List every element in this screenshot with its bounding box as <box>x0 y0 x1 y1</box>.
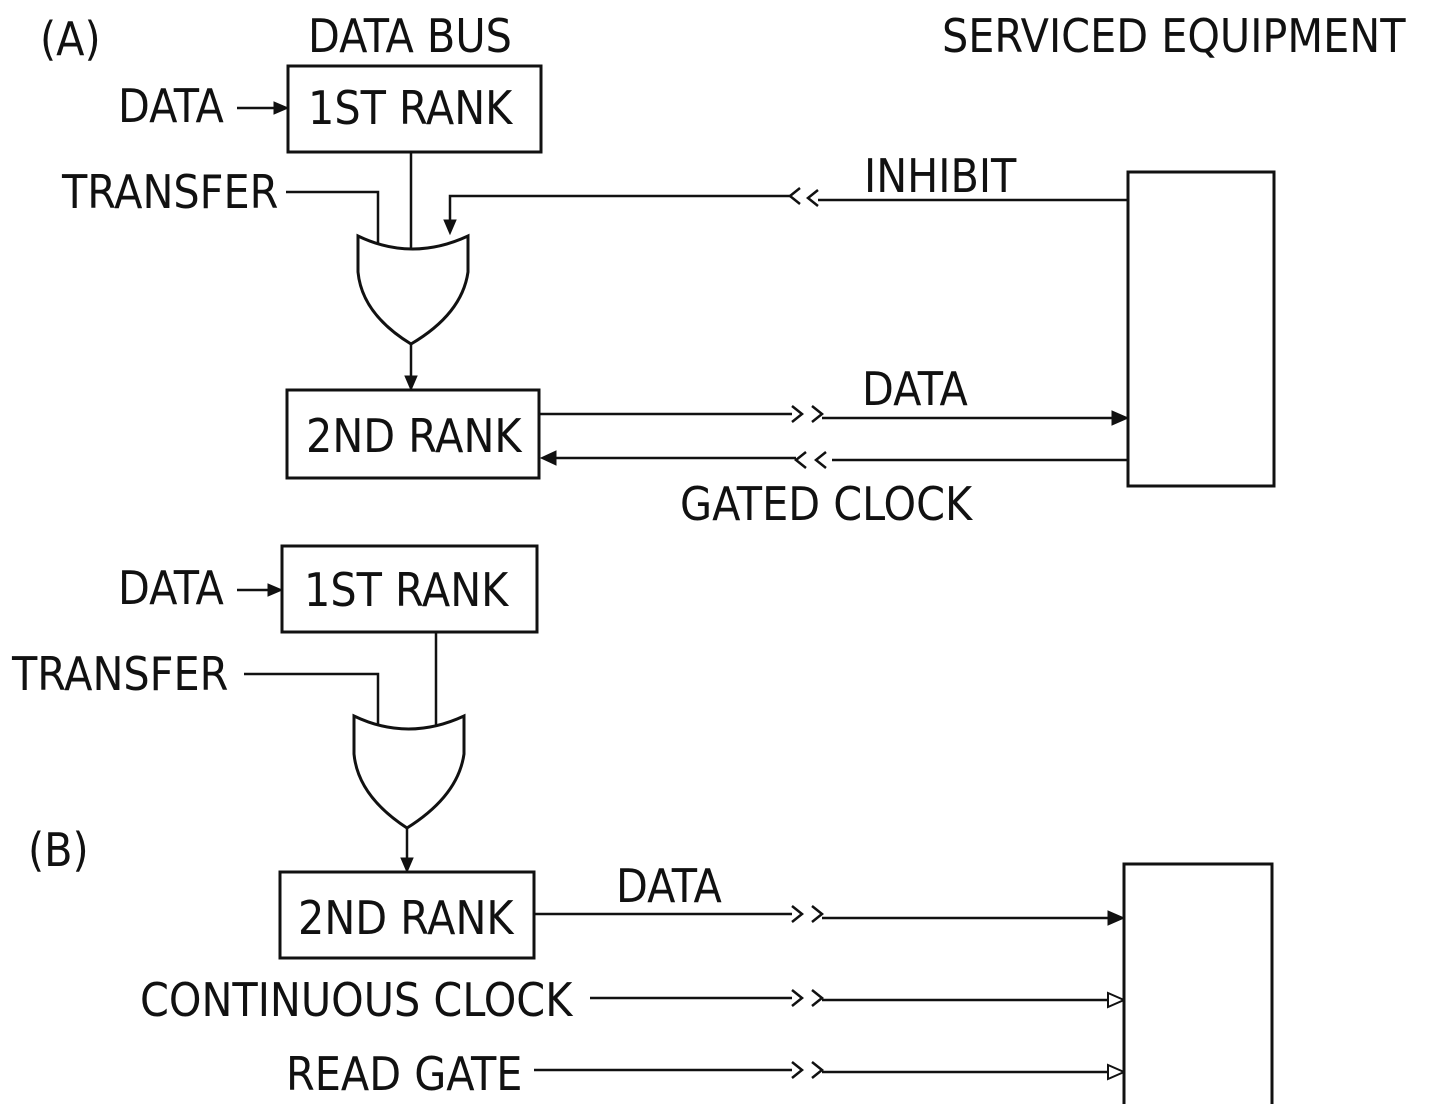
b-second-rank-box <box>278 870 536 960</box>
a-transfer-wire <box>286 190 380 246</box>
b-or-gate <box>352 713 466 830</box>
a-gated-clock-label: GATED CLOCK <box>680 477 974 531</box>
a-data-output-label: DATA <box>862 362 968 416</box>
data-bus-label: DATA BUS <box>308 9 512 63</box>
a-or-gate <box>356 233 470 346</box>
b-continuous-clock-connector-left <box>791 989 805 1007</box>
a-gated-clock-connector-left <box>793 451 807 469</box>
b-read-gate-connector-right <box>811 1061 825 1079</box>
b-continuous-clock-arrowhead <box>1107 991 1127 1009</box>
b-data-connector-right <box>811 905 825 923</box>
a-first-rank-label: 1ST RANK <box>308 81 514 135</box>
b-gate-output-arrowhead <box>400 857 414 874</box>
a-data-input-label: DATA <box>118 79 224 133</box>
panel-a-label: (A) <box>40 12 101 66</box>
b-read-gate-arrowhead <box>1107 1063 1127 1081</box>
b-data-output-arrowhead <box>1107 910 1126 926</box>
b-first-rank-label: 1ST RANK <box>304 563 510 617</box>
a-inhibit-connector-left <box>787 187 801 205</box>
a-data-output-arrowhead <box>1111 410 1130 426</box>
a-transfer-label: TRANSFER <box>61 165 278 219</box>
a-data-connector-right <box>811 405 825 423</box>
b-transfer-wire <box>244 672 380 724</box>
serviced-equipment-label: SERVICED EQUIPMENT <box>942 9 1406 63</box>
a-inhibit-connector-right <box>805 189 819 207</box>
a-second-rank-box <box>285 388 541 480</box>
b-read-gate-label: READ GATE <box>286 1047 522 1101</box>
a-gate-output-arrowhead <box>404 375 418 392</box>
a-data-input-arrowhead <box>273 101 290 115</box>
a-inhibit-label: INHIBIT <box>864 149 1017 203</box>
b-data-input-arrowhead <box>267 583 284 597</box>
b-continuous-clock-connector-right <box>811 989 825 1007</box>
a-inhibit-wire-left <box>448 194 790 222</box>
a-second-rank-label: 2ND RANK <box>306 409 523 463</box>
b-first-rank-box <box>280 544 539 634</box>
b-data-input-label: DATA <box>118 561 224 615</box>
b-data-output-label: DATA <box>616 859 722 913</box>
b-read-gate-connector-left <box>791 1061 805 1079</box>
b-transfer-label: TRANSFER <box>11 647 228 701</box>
a-gated-clock-connector-right <box>813 451 827 469</box>
a-serviced-equipment-box <box>1126 170 1276 488</box>
a-first-rank-box <box>286 64 543 154</box>
a-gated-clock-arrowhead <box>539 450 557 466</box>
b-serviced-equipment-box <box>1122 862 1274 1104</box>
a-inhibit-arrowhead <box>443 219 457 236</box>
b-second-rank-label: 2ND RANK <box>298 891 515 945</box>
panel-b-label: (B) <box>28 823 89 877</box>
b-continuous-clock-label: CONTINUOUS CLOCK <box>140 973 574 1027</box>
a-data-connector-left <box>791 405 805 423</box>
b-data-connector-left <box>791 905 805 923</box>
